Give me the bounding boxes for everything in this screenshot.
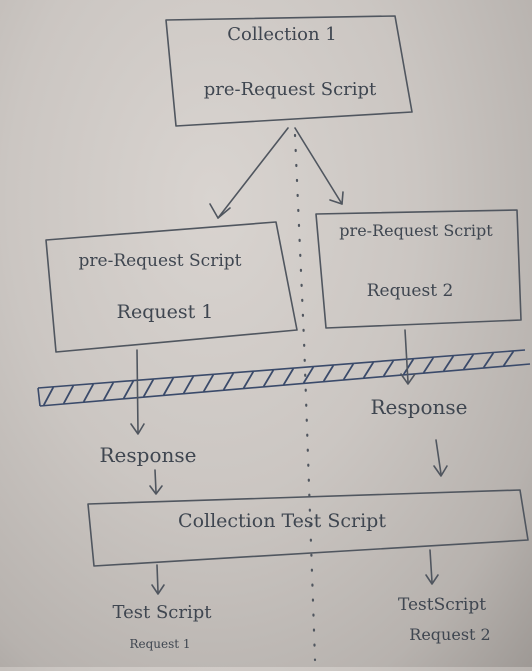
hatch-mark <box>443 355 454 372</box>
collection-title: Collection 1 <box>227 24 336 45</box>
center-dotted-divider <box>293 133 317 662</box>
hatch-mark <box>203 374 214 392</box>
hatch-mark <box>83 383 94 403</box>
request1-name: Request 1 <box>117 301 214 323</box>
hatch-mark <box>343 363 354 380</box>
hatch-mark <box>223 372 234 391</box>
arrowhead-test-script-2 <box>425 574 439 585</box>
request1-box-outline <box>45 221 298 353</box>
hatch-mark <box>163 377 174 396</box>
request2-box: pre-Request Script Request 2 <box>315 209 522 329</box>
hatch-mark <box>283 368 294 385</box>
hatch-mark <box>63 385 74 404</box>
test-script-1-title: Test Script <box>113 602 213 623</box>
request1-prerequest-label: pre-Request Script <box>79 251 242 271</box>
hatch-mark <box>183 376 194 394</box>
hatch-mark <box>303 366 314 384</box>
request2-box-outline <box>315 209 522 329</box>
arrowhead-request1 <box>209 203 231 219</box>
arrow-request1-to-response <box>136 349 139 433</box>
collection-test-box-outline <box>87 489 529 567</box>
collection-prerequest-label: pre-Request Script <box>204 79 377 100</box>
test-script-2-request: Request 2 <box>409 625 490 644</box>
request2-prerequest-label: pre-Request Script <box>339 221 493 240</box>
test-script-1-request: Request 1 <box>129 637 190 651</box>
response-left-label: Response <box>100 443 197 467</box>
server-band-bottom-line <box>39 363 531 407</box>
hatch-mark <box>263 369 274 387</box>
hatch-mark <box>43 386 54 406</box>
arrowhead-test-script-1 <box>151 584 165 595</box>
hatch-mark <box>143 379 154 397</box>
arrowhead-request2-response <box>400 373 416 385</box>
collection-test-label: Collection Test Script <box>178 510 386 532</box>
request1-box: pre-Request Script Request 1 <box>45 221 298 353</box>
arrow-request2-to-response <box>404 329 409 383</box>
hatch-mark <box>323 365 334 382</box>
hatch-mark <box>503 351 514 367</box>
arrow-response-right-to-test <box>435 439 442 475</box>
hatch-mark <box>403 358 414 375</box>
hatch-mark <box>363 361 374 379</box>
hatch-mark <box>483 352 494 368</box>
test-script-request1: Test Script Request 1 <box>113 602 213 651</box>
hatch-mark <box>463 354 474 370</box>
arrow-to-request2 <box>294 127 343 205</box>
arrow-to-request1 <box>217 127 289 219</box>
collection-test-box: Collection Test Script <box>87 489 529 567</box>
arrowhead-response-left <box>149 485 163 495</box>
request2-name: Request 2 <box>367 281 454 301</box>
test-script-2-title: TestScript <box>398 595 486 615</box>
server-boundary-band <box>37 349 531 407</box>
arrowhead-request1-response <box>130 423 145 435</box>
arrowhead-response-right <box>433 465 448 477</box>
arrow-to-test-script-1 <box>156 564 159 593</box>
hatch-mark <box>123 380 134 399</box>
server-band-left-edge <box>37 387 41 407</box>
collection-box-outline <box>165 15 413 127</box>
arrow-to-test-script-2 <box>429 549 433 583</box>
arrowhead-request2 <box>329 191 344 205</box>
hatch-mark <box>423 357 434 373</box>
hatch-mark <box>243 371 254 389</box>
server-band-top-line <box>37 349 526 389</box>
hatch-mark <box>383 360 394 377</box>
arrow-response-left-to-test <box>154 469 157 493</box>
test-script-request2: TestScript Request 2 <box>398 595 491 644</box>
hatch-mark <box>103 382 114 401</box>
response-right-label: Response <box>371 395 468 419</box>
server-band-hatching <box>43 351 514 406</box>
collection-box: Collection 1 pre-Request Script <box>165 15 413 127</box>
